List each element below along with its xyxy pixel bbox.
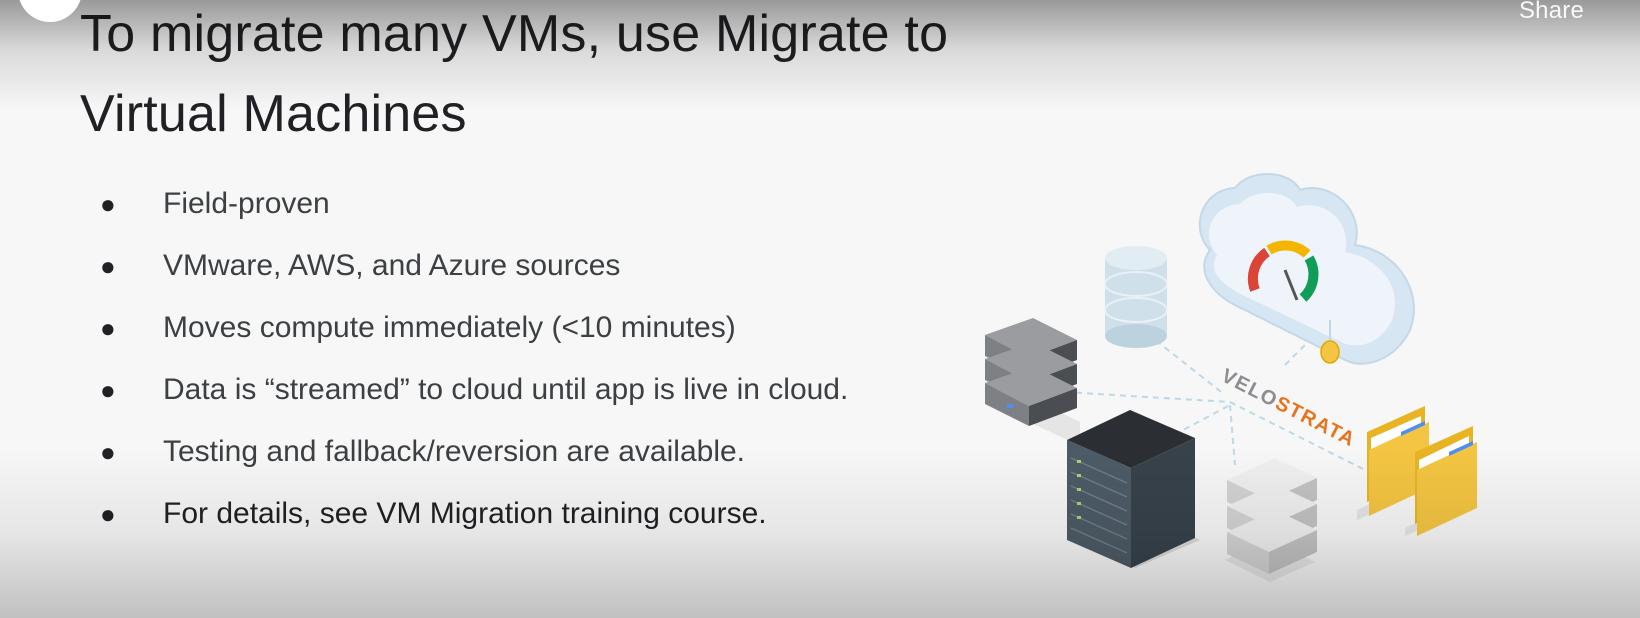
bullet-item: ● Moves compute immediately (<10 minutes… bbox=[100, 300, 960, 362]
slide-title: To migrate many VMs, use Migrate to Virt… bbox=[80, 5, 949, 143]
cloud-icon bbox=[1198, 173, 1415, 365]
velostrata-logo: VELOSTRATA bbox=[1218, 365, 1359, 452]
bullet-text: Testing and fallback/reversion are avail… bbox=[163, 435, 745, 468]
connection-line bbox=[1064, 391, 1231, 403]
database-icon bbox=[1104, 246, 1168, 348]
gauge-red bbox=[1247, 247, 1271, 292]
bullet-dot: ● bbox=[100, 189, 116, 219]
bullet-dot: ● bbox=[100, 375, 116, 405]
bullet-dot: ● bbox=[100, 499, 116, 529]
folder-icon bbox=[1357, 406, 1429, 520]
server-stack-icon bbox=[985, 318, 1080, 446]
bullet-list: ● Field-proven ● VMware, AWS, and Azure … bbox=[100, 176, 960, 548]
server-rack-icon bbox=[1067, 410, 1200, 568]
bullet-dot: ● bbox=[100, 313, 116, 343]
channel-avatar[interactable] bbox=[18, 0, 82, 22]
gauge-green bbox=[1299, 255, 1319, 302]
bullet-text: For details, see VM Migration training c… bbox=[163, 497, 767, 530]
bullet-text: VMware, AWS, and Azure sources bbox=[163, 249, 621, 282]
storage-server-icon bbox=[1225, 458, 1317, 582]
location-pin-icon bbox=[1320, 320, 1340, 364]
bullet-dot: ● bbox=[100, 251, 116, 281]
gauge-icon bbox=[1247, 240, 1319, 302]
connection-line bbox=[1229, 404, 1236, 466]
svg-text:VELOSTRATA: VELOSTRATA bbox=[1218, 365, 1359, 452]
bullet-item: ● VMware, AWS, and Azure sources bbox=[100, 238, 960, 300]
connection-line bbox=[1129, 319, 1226, 396]
cloud-face bbox=[1208, 193, 1396, 346]
bullet-text: Field-proven bbox=[163, 187, 330, 220]
gauge-needle bbox=[1283, 269, 1299, 301]
folder-icon bbox=[1405, 426, 1477, 536]
bullet-item: ● For details, see VM Migration training… bbox=[100, 486, 960, 548]
gauge-yellow bbox=[1266, 240, 1311, 258]
bullet-item: ● Data is “streamed” to cloud until app … bbox=[100, 362, 960, 424]
bullet-item: ● Testing and fallback/reversion are ava… bbox=[100, 424, 960, 486]
bullet-text: Data is “streamed” to cloud until app is… bbox=[163, 373, 849, 406]
bullet-text: Moves compute immediately (<10 minutes) bbox=[163, 311, 736, 344]
connection-line bbox=[1229, 401, 1366, 471]
migration-illustration: VELOSTRATA bbox=[985, 173, 1477, 582]
share-button[interactable]: Share bbox=[1518, 0, 1584, 24]
bullet-dot: ● bbox=[100, 437, 116, 467]
bullet-item: ● Field-proven bbox=[100, 176, 960, 238]
